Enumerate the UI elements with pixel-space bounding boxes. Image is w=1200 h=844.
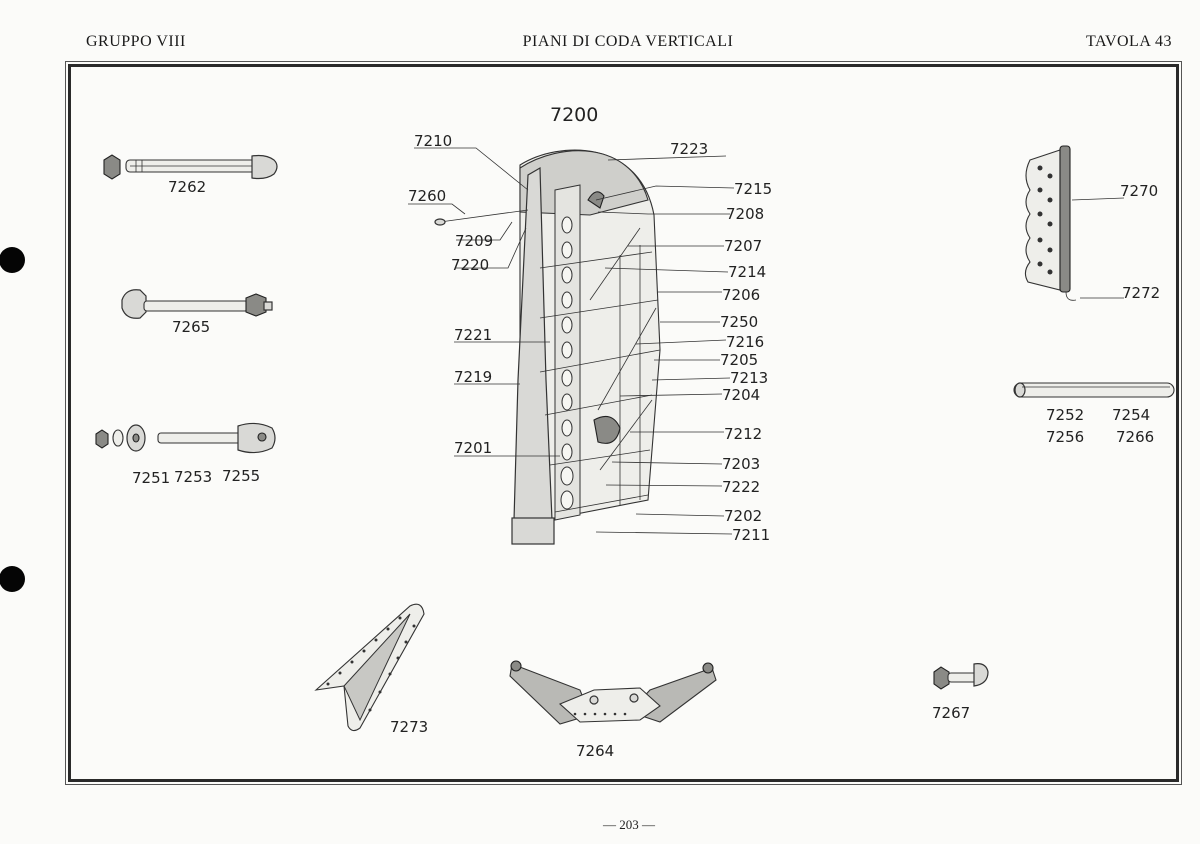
part-label-7255: 7255	[222, 467, 260, 485]
callout-7211: 7211	[732, 526, 770, 544]
callout-7222: 7222	[722, 478, 760, 496]
callout-7213: 7213	[730, 369, 768, 387]
part-label-7272: 7272	[1122, 284, 1160, 302]
part-label-7267: 7267	[932, 704, 970, 722]
part-7265-drawing	[121, 289, 273, 319]
part-7264-drawing	[509, 660, 717, 725]
page-number: — 203 —	[603, 817, 655, 832]
callout-7207: 7207	[724, 237, 762, 255]
part-7251-7255-drawing	[95, 422, 276, 454]
part-label-7266: 7266	[1116, 428, 1154, 446]
punch-hole-top	[0, 247, 25, 273]
callout-7206: 7206	[722, 286, 760, 304]
callout-7216: 7216	[726, 333, 764, 351]
callout-7212: 7212	[724, 425, 762, 443]
part-label-7256: 7256	[1046, 428, 1084, 446]
fin-assembly-drawing	[434, 149, 661, 545]
part-label-7270: 7270	[1120, 182, 1158, 200]
part-label-7273: 7273	[390, 718, 428, 736]
part-label-7254: 7254	[1112, 406, 1150, 424]
callout-7209: 7209	[455, 232, 493, 250]
part-7252-tube-drawing	[1013, 382, 1175, 398]
callout-7220: 7220	[451, 256, 489, 274]
callout-7260: 7260	[408, 187, 446, 205]
drawing-frame	[65, 61, 1182, 785]
callout-7204: 7204	[722, 386, 760, 404]
callout-7214: 7214	[728, 263, 766, 281]
part-label-7265: 7265	[172, 318, 210, 336]
callout-7203: 7203	[722, 455, 760, 473]
fin-leader-lines	[408, 147, 735, 535]
callout-7221: 7221	[454, 326, 492, 344]
callout-7205: 7205	[720, 351, 758, 369]
plate-number: TAVOLA 43	[1085, 33, 1172, 50]
part-label-7253: 7253	[174, 468, 212, 486]
callout-7208: 7208	[726, 205, 764, 223]
callout-7215: 7215	[734, 180, 772, 198]
callout-7202: 7202	[724, 507, 762, 525]
callout-7201: 7201	[454, 439, 492, 457]
part-7273-drawing	[314, 603, 425, 732]
callout-7250: 7250	[720, 313, 758, 331]
group-label: GRUPPO VIII	[86, 33, 186, 50]
part-7270-drawing	[1024, 145, 1077, 301]
part-label-7264: 7264	[576, 742, 614, 760]
page-title: PIANI DI CODA VERTICALI	[522, 33, 734, 50]
part-label-7251: 7251	[132, 469, 170, 487]
assembly-label-7200: 7200	[550, 104, 598, 126]
punch-hole-bottom	[0, 566, 25, 592]
part-7262-drawing	[103, 154, 278, 180]
part-label-7252: 7252	[1046, 406, 1084, 424]
callout-7223: 7223	[670, 140, 708, 158]
hinge-leader-lines	[1071, 197, 1125, 299]
callout-7219: 7219	[454, 368, 492, 386]
part-label-7262: 7262	[168, 178, 206, 196]
part-7267-drawing	[933, 663, 989, 690]
callout-7210: 7210	[414, 132, 452, 150]
